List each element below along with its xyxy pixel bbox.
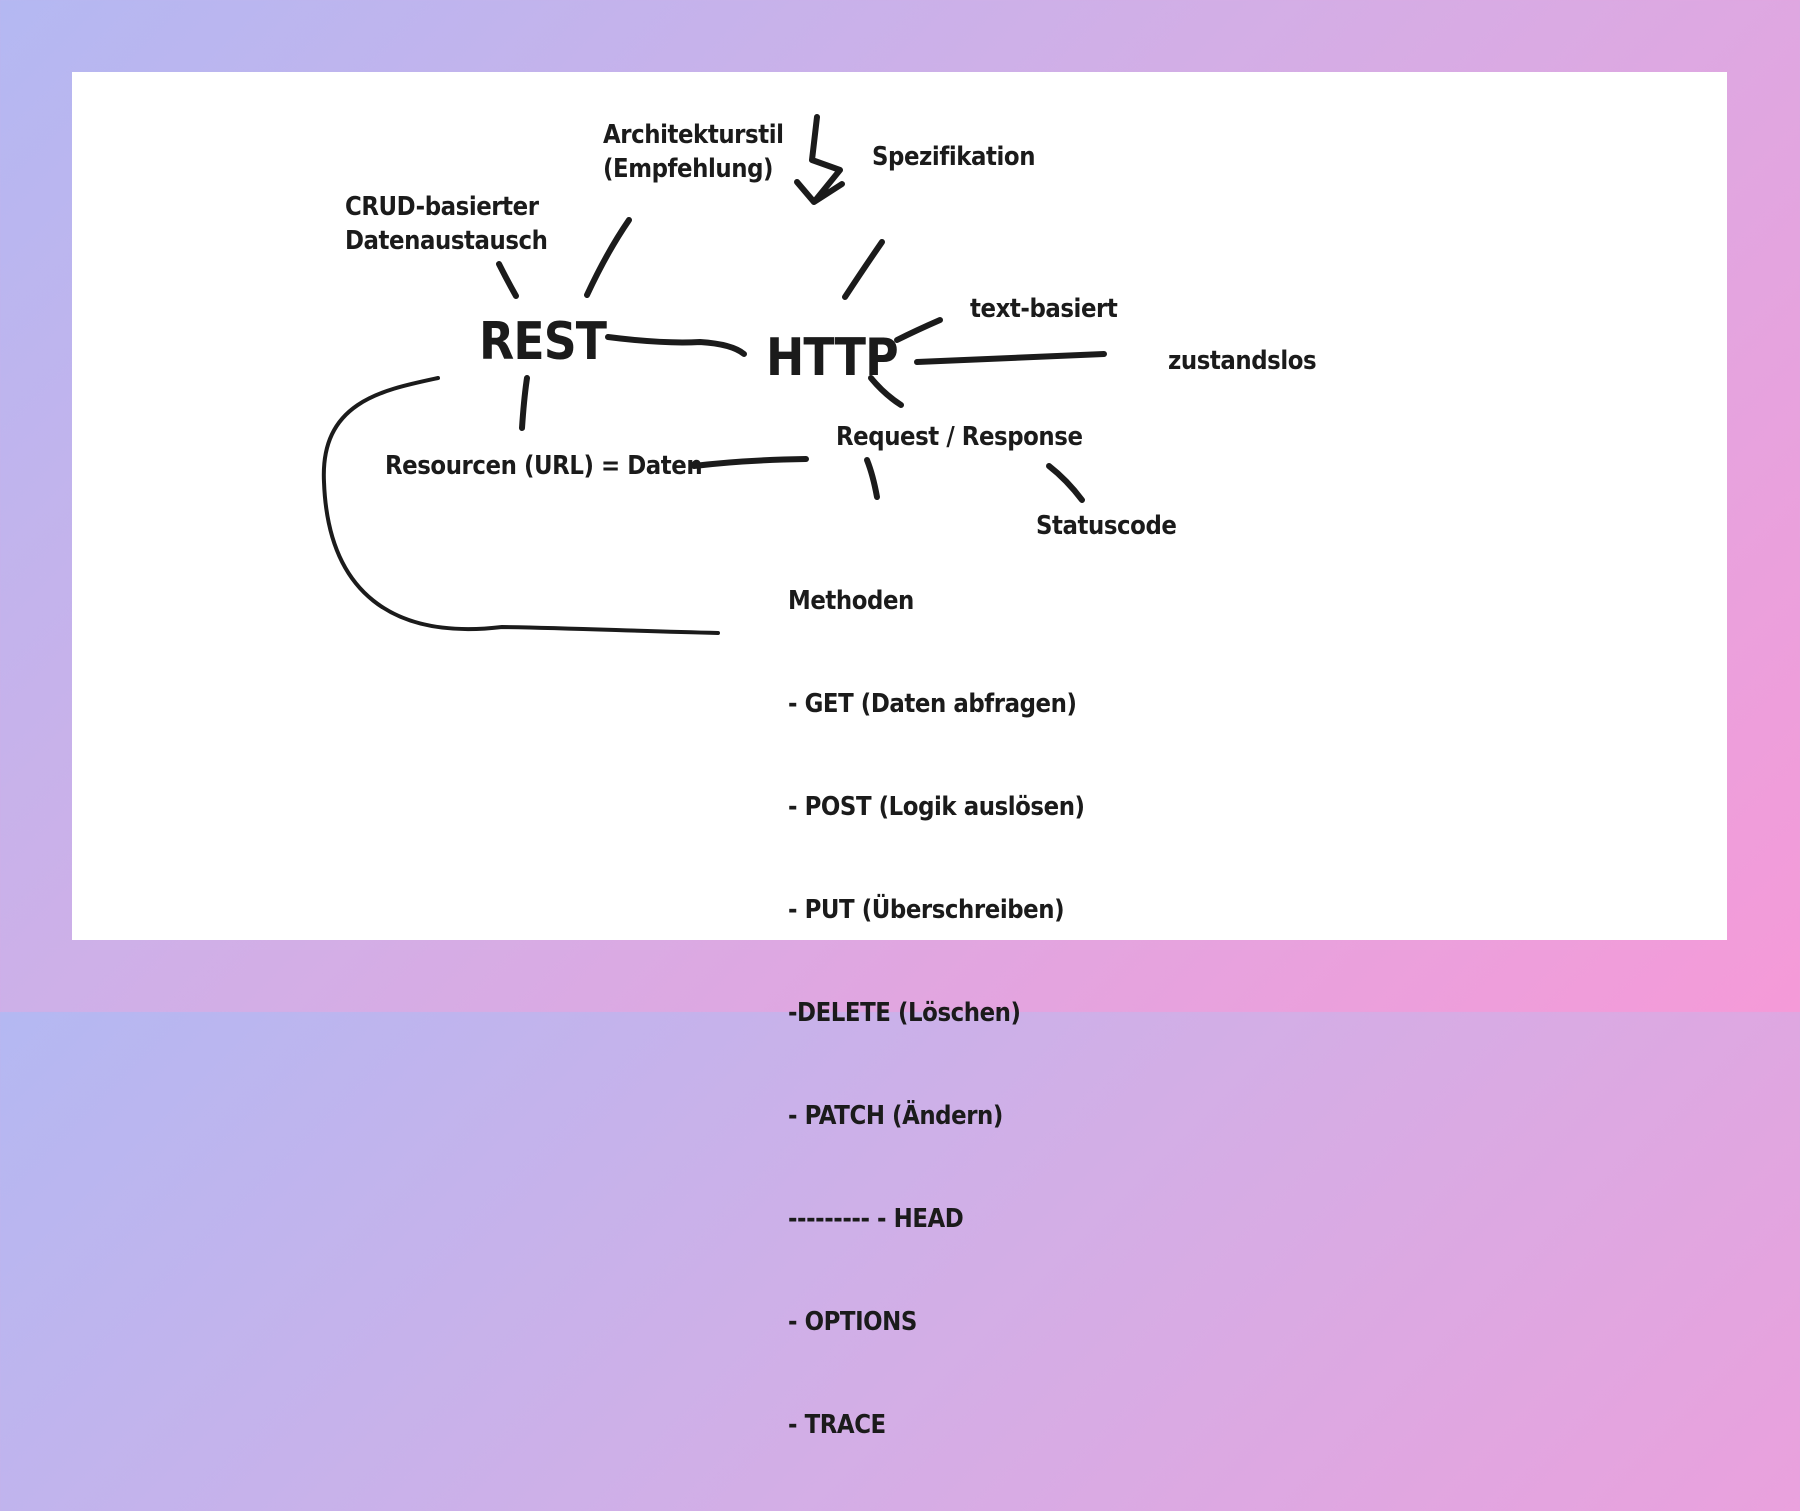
- line-request-methoden: [864, 457, 880, 500]
- line-request-statuscode: [1046, 463, 1085, 503]
- method-item: - PATCH (Ändern): [788, 1101, 1003, 1131]
- method-item: -DELETE (Löschen): [788, 998, 1021, 1028]
- method-item: - TRACE: [788, 1410, 886, 1440]
- node-statuscode: Statuscode: [1036, 511, 1177, 541]
- method-item: - PUT (Überschreiben): [788, 895, 1065, 925]
- node-zustandslos: zustandslos: [1168, 346, 1317, 376]
- node-spezifikation: Spezifikation: [872, 142, 1036, 172]
- line-resourcen-request: [691, 456, 809, 469]
- node-text-basiert: text-basiert: [970, 294, 1118, 324]
- node-http: HTTP: [766, 328, 899, 388]
- line-rest-resourcen: [519, 375, 530, 431]
- whiteboard: CRUD-basierter Datenaustausch Architektu…: [72, 72, 1727, 1440]
- methods-title: Methoden: [788, 586, 914, 616]
- node-crud: CRUD-basierter Datenaustausch: [345, 192, 548, 256]
- node-rest: REST: [479, 312, 607, 372]
- line-http-text-basiert: [894, 317, 943, 343]
- node-architekturstil: Architekturstil (Empfehlung): [603, 120, 784, 184]
- node-resourcen: Resourcen (URL) = Daten: [385, 451, 703, 481]
- line-architektur-rest: [584, 217, 632, 298]
- line-rest-methoden-loop: [321, 376, 720, 635]
- line-http-zustandslos: [914, 351, 1107, 365]
- node-request-response: Request / Response: [836, 422, 1083, 452]
- line-rest-http: [605, 334, 747, 357]
- methods-list: Methoden - GET (Daten abfragen) - POST (…: [788, 516, 1085, 1511]
- method-item: - OPTIONS: [788, 1307, 917, 1337]
- line-crud-rest: [496, 261, 519, 299]
- method-item: - GET (Daten abfragen): [788, 689, 1077, 719]
- line-http-request: [868, 375, 904, 408]
- method-item: - POST (Logik auslösen): [788, 792, 1085, 822]
- method-item: --------- - HEAD: [788, 1204, 964, 1234]
- lightning-arrow-icon: [794, 114, 845, 205]
- line-http-spezifikation: [842, 239, 885, 300]
- connector-lines: [321, 114, 1107, 635]
